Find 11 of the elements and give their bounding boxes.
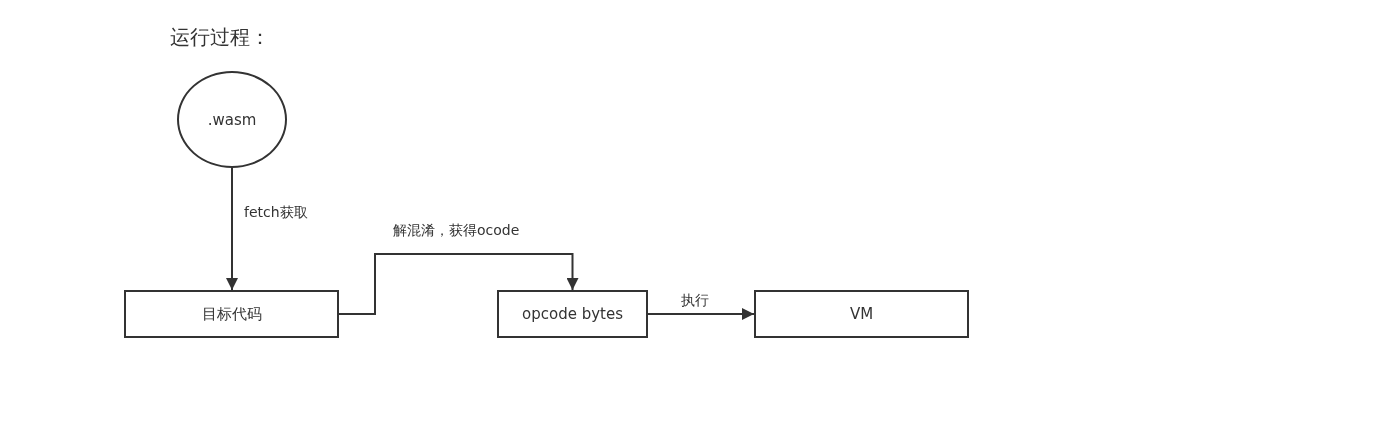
process-box: opcode bytes — [497, 290, 648, 338]
diagram-title: 运行过程： — [170, 24, 270, 51]
process-box: 目标代码 — [124, 290, 339, 338]
arrow — [226, 167, 238, 291]
edge-label: 解混淆，获得ocode — [393, 221, 520, 239]
process-box: VM — [754, 290, 969, 338]
edge-label: 执行 — [681, 291, 709, 309]
edge-label: fetch获取 — [244, 203, 308, 221]
arrow — [338, 253, 579, 315]
arrow — [647, 308, 755, 320]
ellipse-node: .wasm — [177, 71, 287, 168]
